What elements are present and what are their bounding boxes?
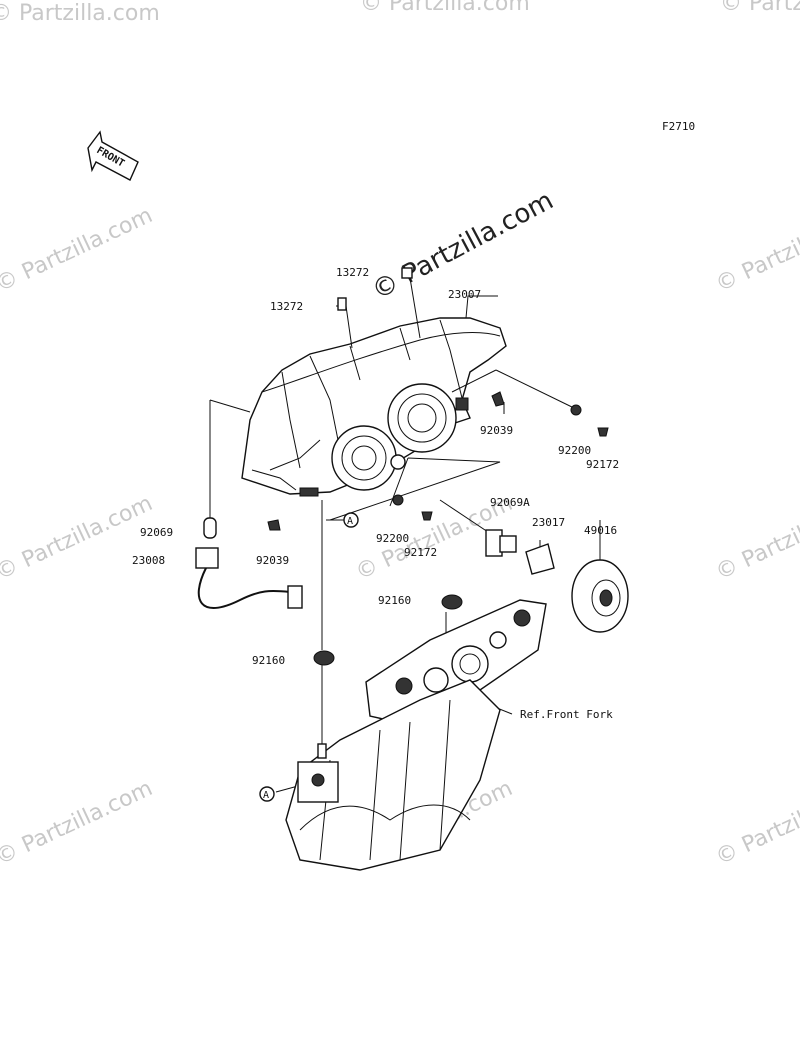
- watermark-text: © Partzilla.com: [720, 0, 800, 16]
- part-label-92069a: 92069A: [490, 496, 530, 509]
- dust-cover-icon: [571, 559, 629, 633]
- clip-icon: [401, 267, 413, 279]
- watermark-text: © Partzilla.com: [0, 203, 156, 297]
- headlight-housing: [241, 317, 507, 497]
- watermark-text: © Partzilla.com: [712, 491, 800, 585]
- callout-a-top: A: [343, 512, 359, 528]
- screw-icon: [597, 427, 609, 437]
- callout-a-bottom: A: [259, 786, 275, 802]
- watermark-text: © Partzilla.com: [0, 776, 156, 870]
- main-bulb-icon: [485, 529, 517, 557]
- small-parts: [195, 267, 629, 666]
- callout-letter: A: [263, 790, 269, 801]
- part-label-92172-right: 92172: [586, 458, 619, 471]
- washer-icon: [392, 494, 404, 506]
- front-fork-assembly: [285, 599, 547, 871]
- screw-icon: [421, 511, 433, 521]
- clip-icon: [337, 297, 347, 311]
- callout-letter: A: [347, 516, 353, 527]
- watermark-text: © Partzilla.com: [712, 203, 800, 297]
- part-label-92200-center: 92200: [376, 532, 409, 545]
- figure-code: F2710: [662, 120, 695, 133]
- part-label-23017: 23017: [532, 516, 565, 529]
- part-label-92172-center: 92172: [404, 546, 437, 559]
- part-label-92069: 92069: [140, 526, 173, 539]
- watermark-text: © Partzilla.com: [0, 1, 160, 26]
- part-label-92039-left: 92039: [256, 554, 289, 567]
- part-label-13272-upper: 13272: [336, 266, 369, 279]
- grommet-icon: [441, 594, 463, 610]
- part-label-92200-right: 92200: [558, 444, 591, 457]
- grommet-icon: [313, 650, 335, 666]
- part-label-23008: 23008: [132, 554, 165, 567]
- bulb-socket-icon: [525, 543, 555, 575]
- part-label-92160-upper: 92160: [378, 594, 411, 607]
- watermark-text: © Partzilla.com: [712, 776, 800, 870]
- part-label-13272-lower: 13272: [270, 300, 303, 313]
- screw-icon: [491, 391, 505, 407]
- part-labels: 13272 23007 13272 92039 92200 92172 9206…: [132, 266, 619, 721]
- part-label-92039-right: 92039: [480, 424, 513, 437]
- part-label-23007: 23007: [448, 288, 481, 301]
- watermark-text: © Partzilla.com: [360, 0, 530, 16]
- screw-icon: [267, 519, 281, 531]
- bulb-icon: [203, 517, 217, 539]
- part-label-49016: 49016: [584, 524, 617, 537]
- watermark-text: © Partzilla.com: [0, 491, 156, 585]
- part-label-92160-lower: 92160: [252, 654, 285, 667]
- ref-front-fork-label: Ref.Front Fork: [520, 708, 613, 721]
- front-arrow-icon: FRONT: [87, 130, 139, 181]
- washer-icon: [570, 404, 582, 416]
- socket-wiring-icon: [195, 547, 303, 609]
